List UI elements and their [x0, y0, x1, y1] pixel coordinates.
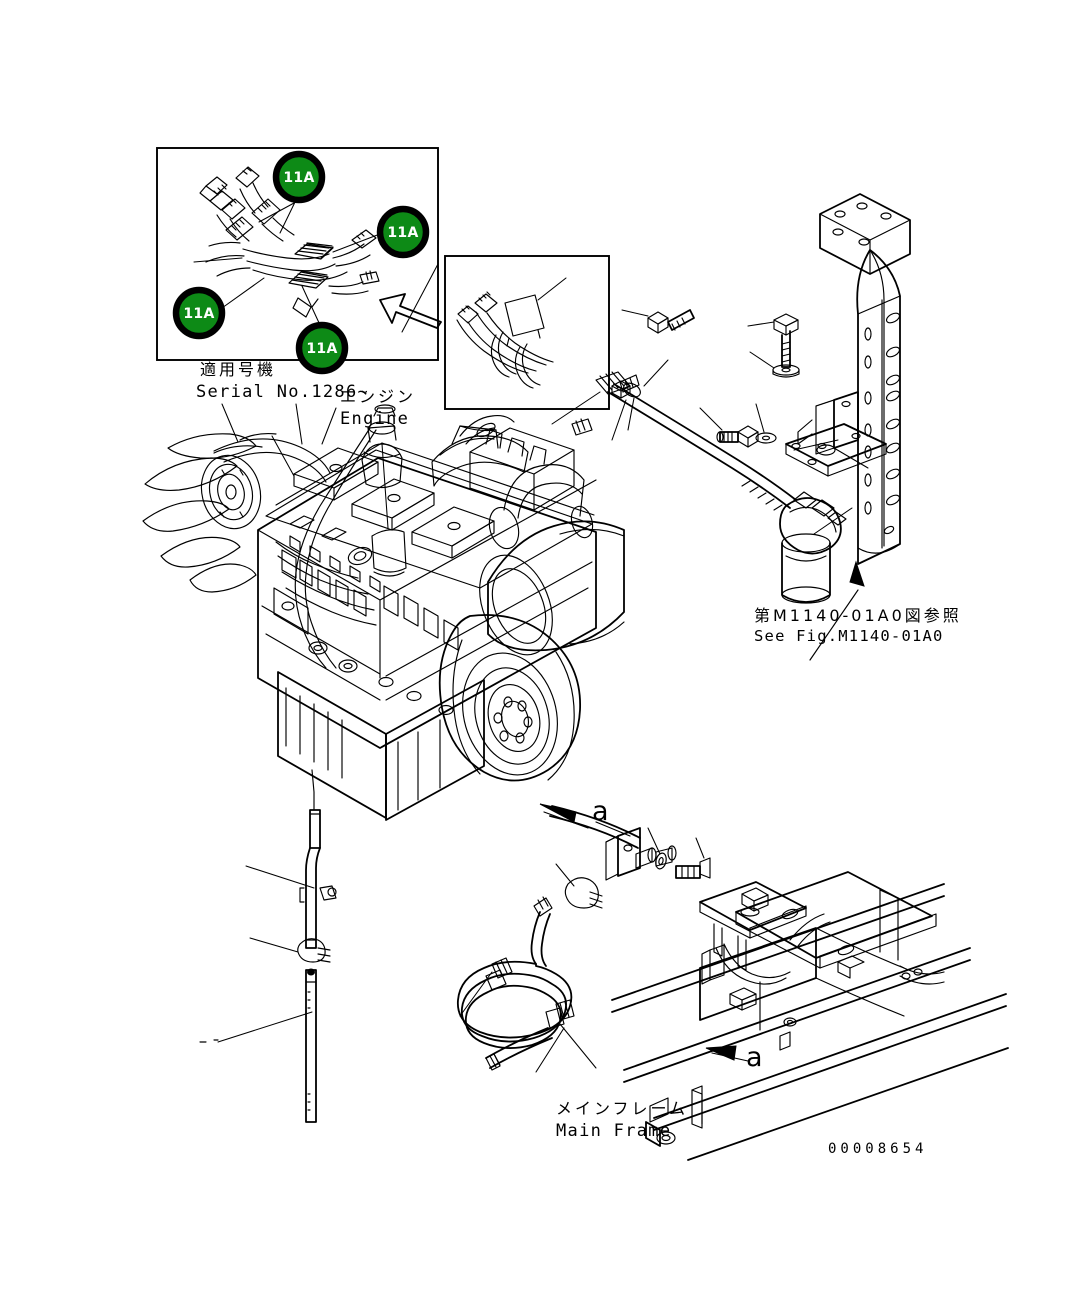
engine-label-en: Engine: [340, 409, 409, 429]
engine-lead-2: [381, 443, 389, 529]
see-fig-label-jp: 第M1140-01A0図参照: [754, 606, 962, 625]
bolt-upper: [747, 313, 799, 368]
perforated-post: [819, 193, 911, 565]
bolt-mid-right: [621, 309, 695, 334]
balloon-11a-right[interactable]: 11A: [376, 205, 430, 259]
section-mark-a-upper-arrow: [539, 803, 589, 829]
inset-hose-detail-border: [444, 255, 610, 410]
balloon-label: 11A: [387, 225, 418, 241]
fan-shroud: [213, 438, 331, 474]
balloon-11a-top[interactable]: 11A: [272, 150, 326, 204]
balloon-label: 11A: [283, 170, 314, 186]
section-mark-a-lower-label: a: [746, 1042, 763, 1073]
filter-assembly: [779, 491, 853, 604]
coiled-hose: [457, 896, 597, 1073]
balloon-face: [299, 325, 345, 371]
washer-upper: [749, 351, 800, 378]
balloon-face: [176, 290, 222, 336]
drawing-number: 00008654: [828, 1141, 927, 1157]
balloon-ring: [376, 205, 430, 259]
washer-frame: [647, 827, 667, 870]
see-fig-label-en: See Fig.M1140-01A0: [754, 627, 944, 645]
balloon-ring: [172, 286, 226, 340]
balloon-layer: 11A 11A 11A 11A: [172, 150, 430, 375]
inset-hose-detail: [444, 255, 610, 410]
flywheel-housing: [438, 614, 581, 782]
hose-branch-detail-art: [193, 166, 386, 326]
engine-label-jp: エンジン: [340, 387, 416, 406]
balloon-ring: [272, 150, 326, 204]
serial-leader-2: [295, 403, 303, 445]
section-mark-a-upper-label: a: [592, 796, 609, 827]
serial-label-en: Serial No.1286~: [196, 382, 369, 402]
engine-assembly: [142, 404, 625, 821]
fan-hub: [200, 454, 262, 530]
balloon-11a-left[interactable]: 11A: [172, 286, 226, 340]
rod-clamp: [245, 865, 337, 903]
bolt-lower-right: [699, 407, 759, 448]
section-mark-a-lower-arrow: [705, 1045, 749, 1062]
washer-lower: [755, 403, 777, 444]
main-frame-label-en: Main Frame: [556, 1121, 671, 1141]
engine-leader: [321, 407, 337, 445]
engine-lead-1: [271, 435, 295, 477]
inset-serial-detail-border: [156, 147, 439, 361]
balloon-label: 11A: [306, 341, 337, 357]
clamp-piece: [249, 937, 331, 963]
bolt-frame: [675, 837, 711, 879]
clamp-small: [555, 863, 603, 909]
balloon-ring: [295, 321, 349, 375]
engine-block: [257, 404, 625, 821]
inset-serial-detail: [156, 147, 439, 361]
nut-mid-right: [611, 380, 631, 399]
inset-link-line: [401, 263, 439, 333]
hose-clamp-detail-art: [456, 277, 567, 389]
serial-leader-1: [221, 403, 239, 443]
balloon-face: [380, 209, 426, 255]
balloon-face: [276, 154, 322, 200]
tube-assembly: [551, 359, 797, 511]
engine-detail-clutter: [275, 515, 459, 651]
main-frame-rails: [611, 871, 1009, 1161]
balloon-label: 11A: [183, 306, 214, 322]
main-frame-label-jp: メインフレーム: [556, 1099, 688, 1118]
mounting-bracket: [785, 391, 887, 477]
serial-label-jp: 適用号機: [200, 360, 276, 379]
detail-view-arrow: [379, 293, 442, 329]
balloon-11a-bottom[interactable]: 11A: [295, 321, 349, 375]
dipstick-rod: [199, 769, 337, 1123]
lower-tube-and-frame: a: [457, 796, 1009, 1161]
post-pointer-arrow: [809, 560, 865, 661]
